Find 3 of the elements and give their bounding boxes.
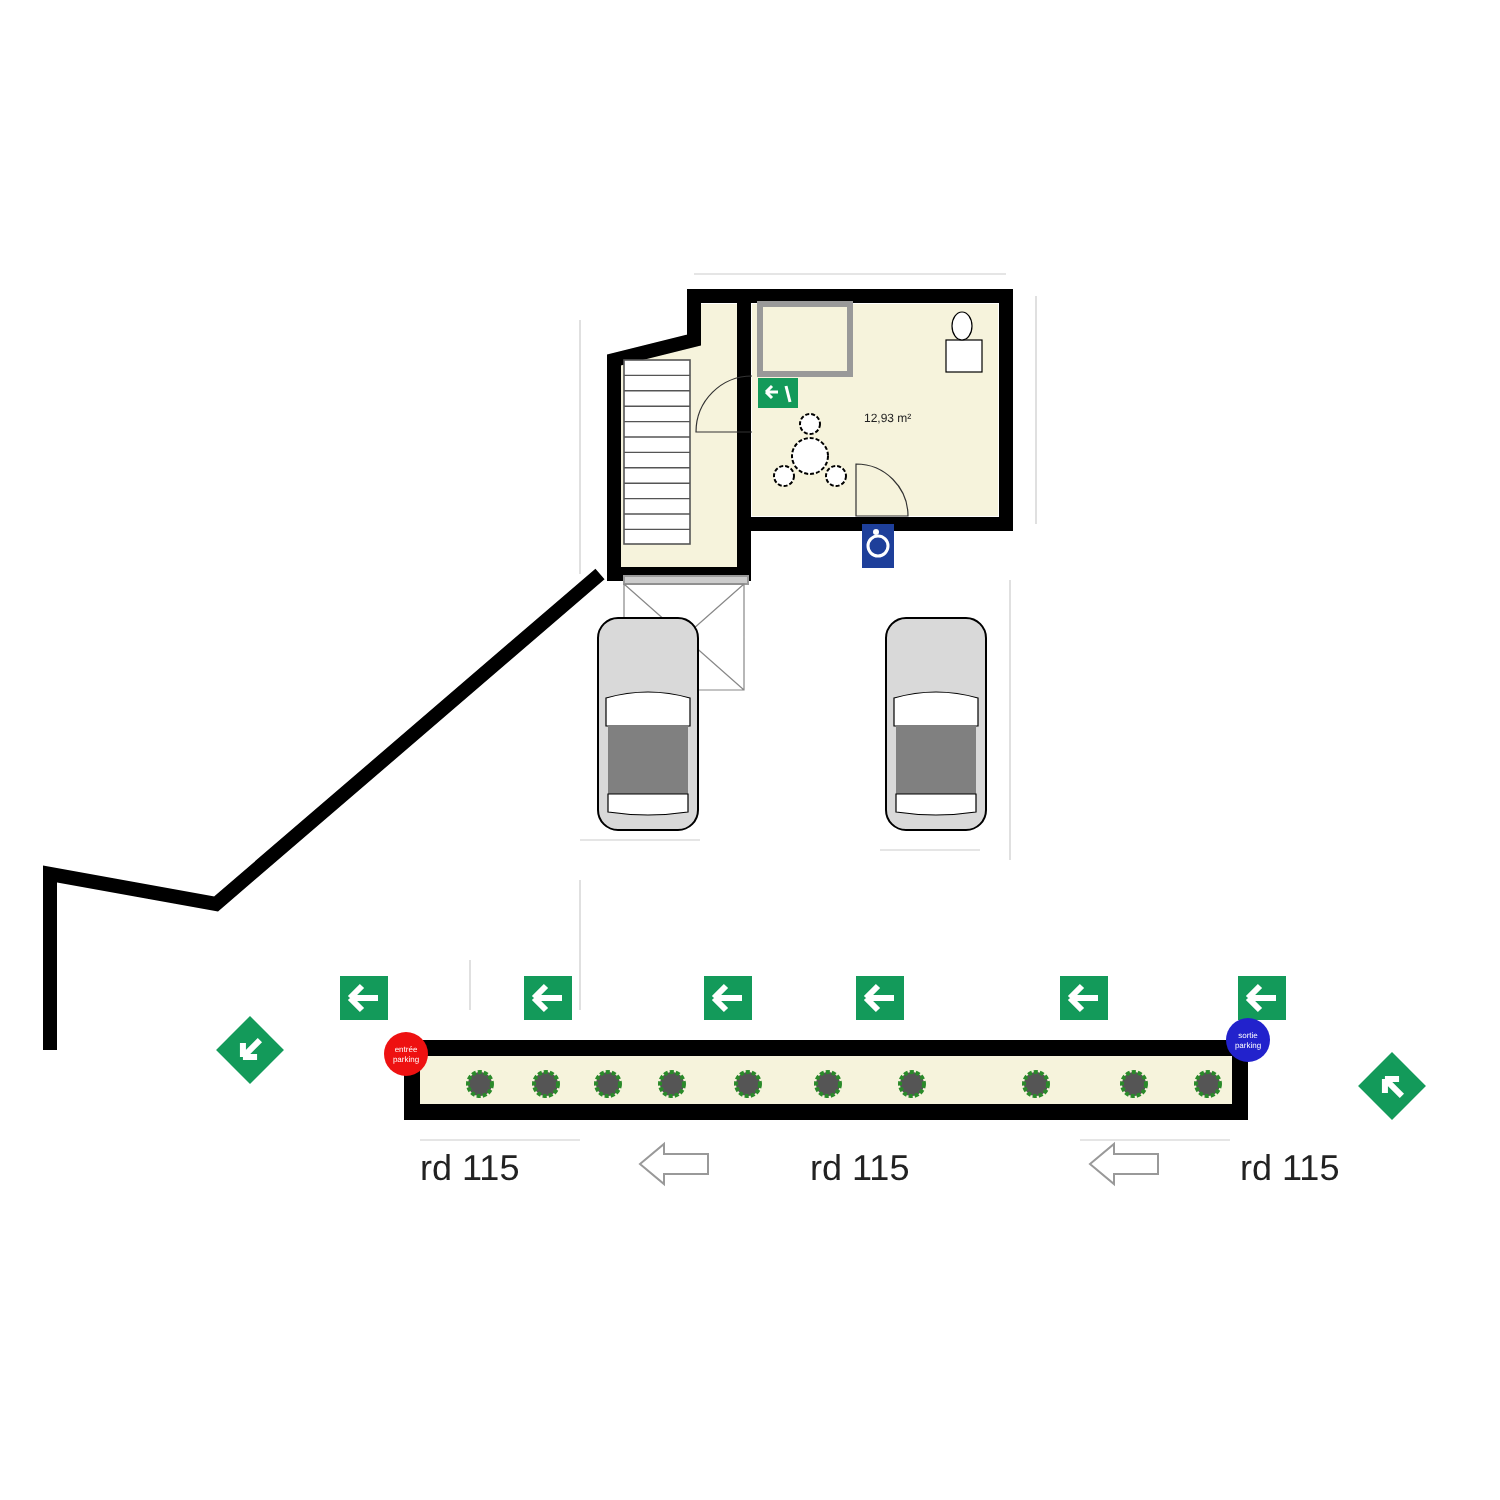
road-name: rd 115 (1240, 1148, 1340, 1190)
road-name: rd 115 (810, 1148, 910, 1190)
road-name: rd 115 (420, 1148, 520, 1190)
